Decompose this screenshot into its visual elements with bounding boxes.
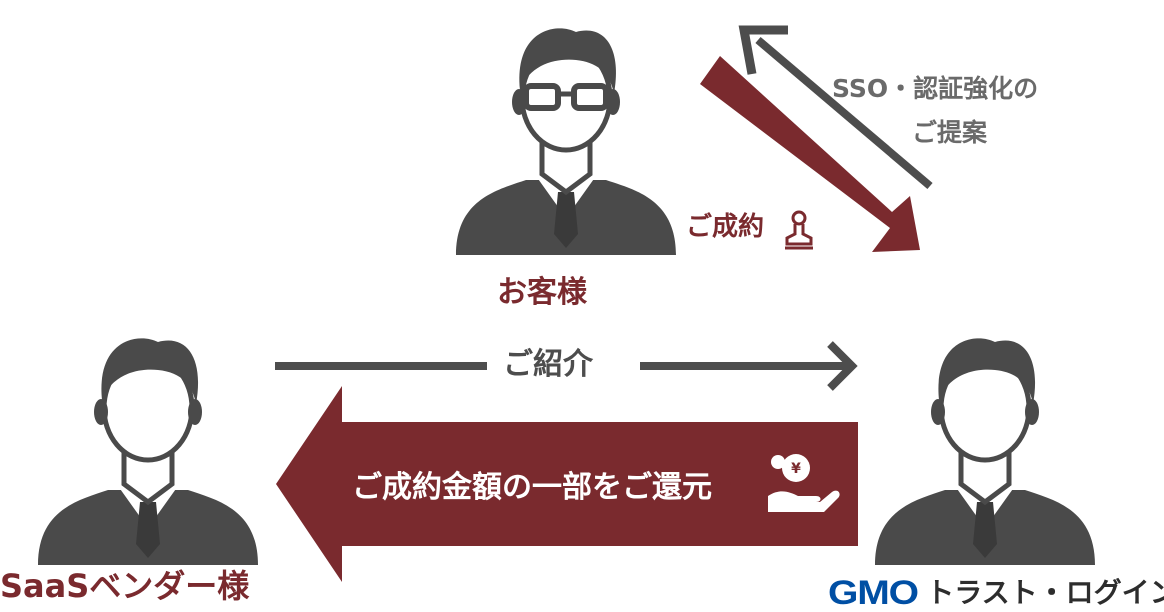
coin-hand-icon: ¥ <box>768 454 840 512</box>
proposal-arrow <box>738 25 933 190</box>
svg-text:¥: ¥ <box>791 461 801 477</box>
stamp-icon <box>785 210 813 250</box>
vendor-avatar <box>38 338 258 565</box>
refund-arrow <box>276 386 858 582</box>
proposal-label-line1: SSO・認証強化の <box>832 74 1039 103</box>
vendor-label: SaaSベンダー様 <box>0 567 250 605</box>
contract-arrow <box>700 56 920 252</box>
partner-avatar <box>875 338 1095 565</box>
contract-label: ご成約 <box>686 212 765 242</box>
partner-logo-text: トラスト・ログイン <box>926 576 1164 609</box>
customer-avatar <box>456 28 676 255</box>
refund-label: ご成約金額の一部をご還元 <box>352 470 712 505</box>
proposal-label-line2: ご提案 <box>912 118 988 147</box>
customer-label: お客様 <box>497 275 587 310</box>
partner-logo-mark: GMO <box>828 574 919 612</box>
introduction-label: ご紹介 <box>503 347 593 382</box>
introduction-arrow <box>275 341 858 391</box>
glasses-icon <box>523 83 609 111</box>
